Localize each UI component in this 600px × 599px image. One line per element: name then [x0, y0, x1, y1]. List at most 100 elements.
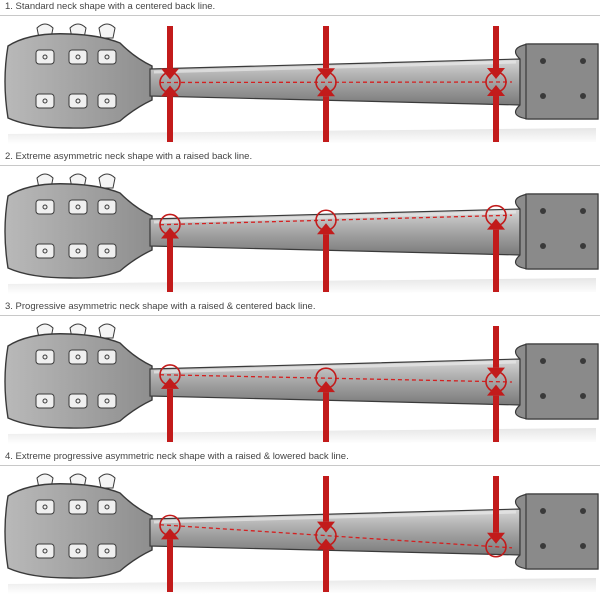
arrow-shaft-up	[493, 229, 499, 292]
panel-4: 4. Extreme progressive asymmetric neck s…	[0, 450, 600, 598]
tuner-hole	[42, 204, 48, 210]
arrow-shaft-down	[493, 26, 499, 69]
plate-screw	[540, 358, 546, 364]
arrow-head-up	[161, 85, 179, 97]
neck-plate	[525, 343, 599, 420]
neck-illustration	[4, 23, 599, 144]
arrow-shaft-up	[323, 234, 329, 292]
tuner-hole	[42, 354, 48, 360]
tuner-post	[97, 393, 117, 409]
tuner-post	[68, 243, 88, 259]
tuner-hole	[75, 504, 81, 510]
arrow-head-up	[317, 538, 335, 550]
plate-screw	[580, 358, 586, 364]
tuner-post	[68, 49, 88, 65]
tuner-hole	[104, 548, 110, 554]
arrow-shaft-up	[323, 96, 329, 142]
panel-2: 2. Extreme asymmetric neck shape with a …	[0, 150, 600, 298]
tuner-hole	[104, 248, 110, 254]
arrow-head-down	[161, 68, 179, 80]
tuner-post	[97, 349, 117, 365]
plate-screw	[580, 58, 586, 64]
arrow-head-up	[317, 381, 335, 393]
divider	[0, 15, 600, 16]
neck-illustration	[4, 173, 599, 294]
tuner-hole	[75, 204, 81, 210]
tuner-post	[68, 93, 88, 109]
arrow-head-down	[487, 532, 505, 544]
neck-illustration	[4, 473, 599, 594]
tuner-hole	[42, 548, 48, 554]
panel-caption: 1. Standard neck shape with a centered b…	[5, 1, 216, 12]
arrow-shaft-up	[167, 539, 173, 592]
headstock	[4, 333, 153, 429]
tuner-post	[35, 243, 55, 259]
tuner-hole	[75, 354, 81, 360]
tuner-post	[97, 49, 117, 65]
tuner-hole	[75, 98, 81, 104]
panel-1: 1. Standard neck shape with a centered b…	[0, 0, 600, 148]
arrow-head-down	[317, 68, 335, 80]
plate-screw	[540, 508, 546, 514]
tuner-hole	[75, 398, 81, 404]
tuner-hole	[42, 504, 48, 510]
panel-caption: 4. Extreme progressive asymmetric neck s…	[5, 451, 349, 462]
tuner-hole	[75, 248, 81, 254]
arrow-head-down	[487, 367, 505, 379]
tuner-post	[97, 499, 117, 515]
tuner-hole	[42, 98, 48, 104]
plate-screw	[540, 58, 546, 64]
arrow-shaft-up	[167, 96, 173, 142]
plate-screw	[580, 243, 586, 249]
tuner-post	[97, 93, 117, 109]
tuner-hole	[75, 548, 81, 554]
tuner-post	[35, 349, 55, 365]
neck-plate	[525, 493, 599, 570]
arrow-shaft-up	[493, 96, 499, 142]
arrow-head-up	[317, 223, 335, 235]
tuner-hole	[104, 398, 110, 404]
arrow-shaft-up	[323, 549, 329, 592]
reflection	[8, 278, 596, 294]
arrow-shaft-up	[323, 392, 329, 442]
tuner-post	[68, 543, 88, 559]
plate-screw	[540, 393, 546, 399]
tuner-hole	[42, 54, 48, 60]
plate-screw	[540, 243, 546, 249]
neck-plate	[525, 193, 599, 270]
arrow-shaft-down	[493, 326, 499, 368]
tuner-button-top	[98, 473, 116, 489]
tuner-post	[97, 243, 117, 259]
headstock	[4, 483, 153, 579]
tuner-hole	[42, 248, 48, 254]
headstock	[4, 33, 153, 129]
arrow-head-up	[487, 218, 505, 230]
reflection	[8, 428, 596, 444]
arrow-head-up	[161, 377, 179, 389]
arrow-head-down	[317, 521, 335, 533]
plate-screw	[540, 543, 546, 549]
neck-plate	[525, 43, 599, 120]
tuner-button-top	[98, 23, 116, 39]
arrow-shaft-up	[167, 238, 173, 292]
tuner-post	[68, 499, 88, 515]
tuner-post	[35, 49, 55, 65]
arrow-head-down	[487, 68, 505, 80]
tuner-post	[97, 543, 117, 559]
tuner-hole	[104, 54, 110, 60]
divider	[0, 465, 600, 466]
tuner-post	[35, 393, 55, 409]
neck-illustration	[4, 323, 599, 444]
tuner-post	[68, 199, 88, 215]
plate-screw	[540, 93, 546, 99]
panel-3: 3. Progressive asymmetric neck shape wit…	[0, 300, 600, 448]
tuner-hole	[104, 98, 110, 104]
plate-screw	[580, 93, 586, 99]
tuner-button-top	[98, 323, 116, 339]
tuner-post	[68, 349, 88, 365]
arrow-shaft-down	[323, 26, 329, 69]
tuner-post	[68, 393, 88, 409]
tuner-button-top	[98, 173, 116, 189]
tuner-post	[35, 93, 55, 109]
plate-screw	[580, 508, 586, 514]
